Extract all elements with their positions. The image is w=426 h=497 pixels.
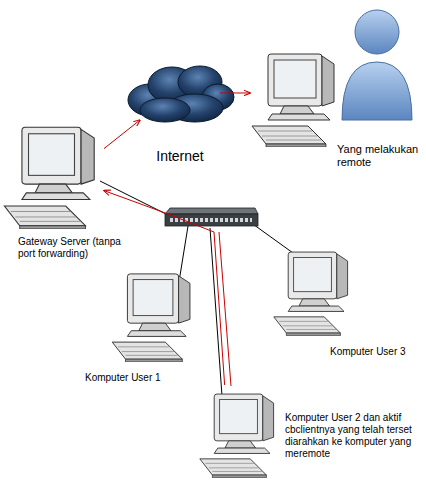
node-label: Internet xyxy=(140,148,220,165)
node-label: Yang melakukan remote xyxy=(337,143,422,169)
traffic-arrow xyxy=(220,92,250,93)
network-node: Komputer User 3 xyxy=(268,246,420,362)
network-node: Gateway Server (tanpa port forwarding) xyxy=(0,122,104,262)
network-switch xyxy=(165,208,258,226)
network-node: Komputer User 1 xyxy=(80,268,205,388)
node-label: Komputer User 3 xyxy=(330,346,420,358)
internet-cloud xyxy=(128,66,234,122)
user-computer xyxy=(274,252,348,336)
traffic-arrow xyxy=(104,120,140,149)
gateway-computer xyxy=(4,127,94,229)
user-computer xyxy=(200,394,274,478)
network-node: Yang melakukan remote xyxy=(250,4,422,170)
traffic-line xyxy=(219,232,231,386)
cable xyxy=(100,181,166,214)
network-node: Komputer User 2 dan aktif cbclientnya ya… xyxy=(195,385,423,493)
network-cables xyxy=(100,181,300,396)
traffic-arrow xyxy=(104,191,225,385)
remote-computer xyxy=(252,54,334,147)
node-label: Komputer User 2 dan aktif cbclientnya ya… xyxy=(285,412,420,460)
network-node: Internet xyxy=(140,68,220,168)
person-icon xyxy=(342,10,412,120)
node-label: Komputer User 1 xyxy=(85,372,203,384)
node-label: Gateway Server (tanpa port forwarding) xyxy=(18,236,136,260)
user-computer xyxy=(112,274,190,362)
